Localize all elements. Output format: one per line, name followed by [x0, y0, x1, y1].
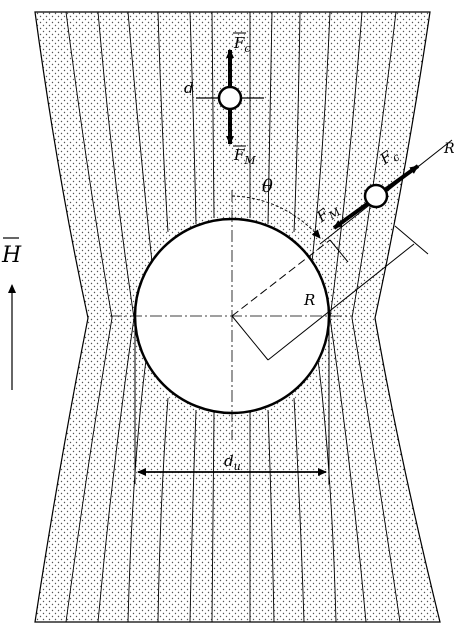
- radius-label: R: [303, 291, 315, 309]
- field-label: H: [1, 243, 22, 268]
- radius-dimension: [231, 225, 429, 361]
- center-axes: [110, 190, 352, 440]
- diameter-small-label: d: [184, 79, 194, 97]
- small-sphere-right: [332, 164, 420, 230]
- radial-axis-label: R: [443, 141, 455, 157]
- force-top-label: Fc: [233, 34, 251, 55]
- angle-label: θ: [262, 176, 273, 197]
- large-diameter-dimension: [134, 316, 330, 484]
- force-bottom-label: FM: [233, 146, 256, 167]
- small-sphere-top: [196, 49, 264, 145]
- diameter-large-label: du: [224, 452, 241, 473]
- radial-line: [231, 239, 331, 317]
- angle-arc: [231, 195, 321, 239]
